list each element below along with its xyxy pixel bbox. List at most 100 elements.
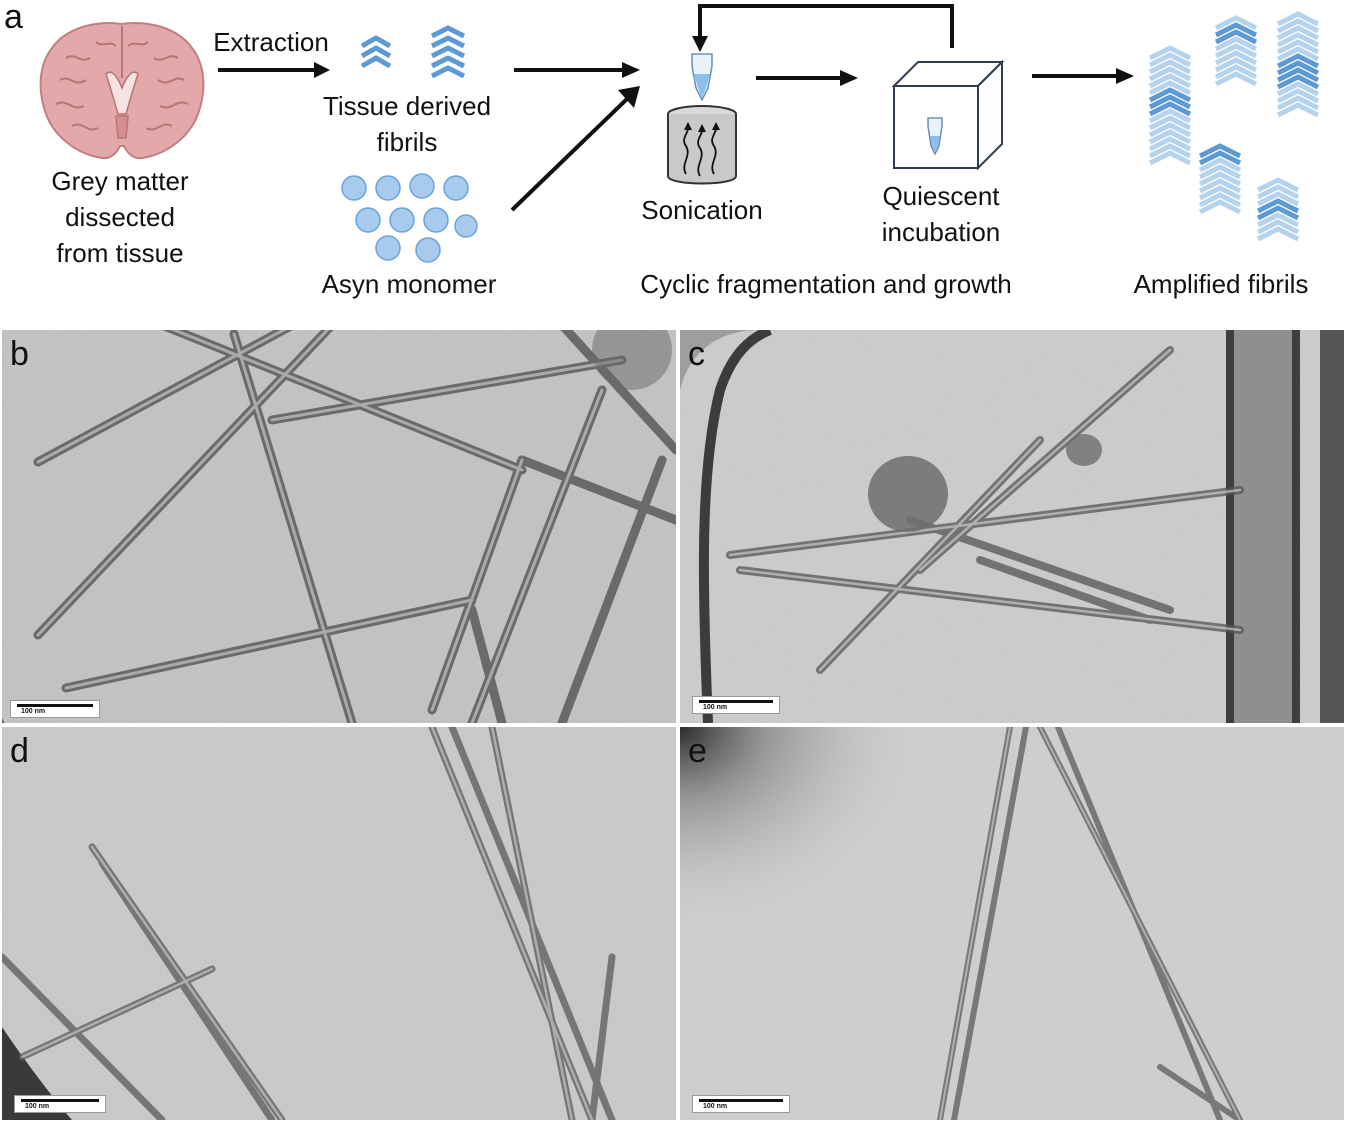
amplified-chevron [1148,87,1192,103]
amplified-chevron [1198,150,1242,166]
amplified-chevron [1148,45,1192,61]
sonication-icon [667,53,737,185]
amplified-chevron [1276,67,1320,83]
sonication-caption: Sonication [641,195,763,225]
scalebar-b: 100 nm [10,700,100,718]
amplified-chevron [1276,32,1320,48]
amplified-chevron [1198,178,1242,194]
amplified-chevron [1276,102,1320,118]
amplified-chevron [1198,164,1242,180]
incubation-line-2: incubation [881,217,1001,247]
amplified-chevron [1148,52,1192,68]
amplified-chevron [1148,73,1192,89]
monomer-to-sonication-arrow [510,86,640,212]
micrograph-e: e 100 nm [680,727,1344,1120]
amplified-chevron [1148,94,1192,110]
incubation-box-icon [891,59,1005,171]
scalebar-b-label: 100 nm [21,708,46,715]
amplified-chevron [1148,59,1192,75]
amplified-chevron [1276,46,1320,62]
scalebar-d-label: 100 nm [25,1103,50,1110]
amplified-chevron [1148,143,1192,159]
tissue-fibrils-caption: Tissue derived fibrils [312,88,502,160]
amplified-chevron [1256,191,1300,207]
brain-caption-line-2: dissected [65,202,175,232]
panel-a-letter: a [4,0,23,36]
scalebar-e: 100 nm [692,1095,790,1113]
micrograph-d-image [2,727,676,1120]
amplified-chevron [1198,143,1242,159]
amplified-chevron [1148,136,1192,152]
amplified-chevron [1276,88,1320,104]
amplified-chevron [1148,80,1192,96]
micrograph-c: c 100 nm [680,330,1344,723]
amplified-chevron [1276,95,1320,111]
amplified-chevron [1276,81,1320,97]
tissue-fibrils-icon [360,25,466,79]
brain-caption-line-3: from tissue [56,238,184,268]
amplified-chevron [1214,22,1258,38]
brain-icon [39,22,205,160]
micrograph-e-image [680,727,1344,1120]
amplified-chevron [1214,71,1258,87]
scalebar-c: 100 nm [692,696,780,714]
amplified-chevron [1256,212,1300,228]
amplified-chevron [1148,115,1192,131]
micrograph-b-image [2,330,676,723]
amplified-chevron [1214,29,1258,45]
amplified-chevron [1148,129,1192,145]
sonication-to-incubation-arrow [756,70,858,86]
monomer-icon [341,173,478,263]
amplified-chevron [1198,171,1242,187]
amplified-chevron [1198,157,1242,173]
brain-caption-line-1: Grey matter [51,166,189,196]
amplified-chevron [1214,36,1258,52]
amplified-chevron [1198,185,1242,201]
incubation-line-1: Quiescent [882,181,1000,211]
amplified-caption: Amplified fibrils [1133,269,1309,299]
panel-b-letter: b [10,335,29,373]
amplified-chevron [1214,50,1258,66]
tissue-fibrils-line-2: fibrils [376,127,438,157]
micrograph-b: b 100 nm [2,330,676,723]
amplified-chevron [1214,43,1258,59]
amplified-chevron [1214,64,1258,80]
amplified-chevron [1256,226,1300,242]
cycle-loop-arrow [692,4,954,52]
panel-d-letter: d [10,732,29,770]
amplified-chevron [1256,219,1300,235]
panel-e-letter: e [688,732,707,770]
amplified-chevron [1256,198,1300,214]
fibril-to-sonication-arrow [514,62,640,78]
amplified-chevron [1148,150,1192,166]
amplified-chevron [1276,39,1320,55]
incubation-to-amplified-arrow [1032,68,1134,84]
extraction-arrow [218,62,330,78]
tissue-fibrils-line-1: Tissue derived [322,91,492,121]
amplified-chevron [1276,60,1320,76]
amplified-chevron [1256,205,1300,221]
brain-caption: Grey matter dissected from tissue [30,163,210,271]
amplified-chevron [1276,53,1320,69]
amplified-chevron [1276,11,1320,27]
extraction-label: Extraction [213,27,329,57]
scalebar-e-label: 100 nm [703,1103,728,1110]
panel-c-letter: c [688,335,705,373]
amplified-chevron [1198,192,1242,208]
amplified-chevron [1148,122,1192,138]
incubation-caption: Quiescent incubation [860,178,1022,250]
amplified-chevron [1276,25,1320,41]
scalebar-c-label: 100 nm [703,704,728,711]
amplified-chevron [1148,101,1192,117]
amplified-chevron [1214,15,1258,31]
amplified-chevron [1256,184,1300,200]
amplified-chevron [1276,74,1320,90]
amplified-chevron [1148,108,1192,124]
monomer-caption: Asyn monomer [321,269,497,299]
micrograph-c-image [680,330,1344,723]
amplified-chevron [1214,57,1258,73]
amplified-chevron [1276,18,1320,34]
scalebar-d: 100 nm [14,1095,106,1113]
cycle-caption: Cyclic fragmentation and growth [640,269,1012,299]
amplified-fibrils-icon [1148,11,1320,242]
